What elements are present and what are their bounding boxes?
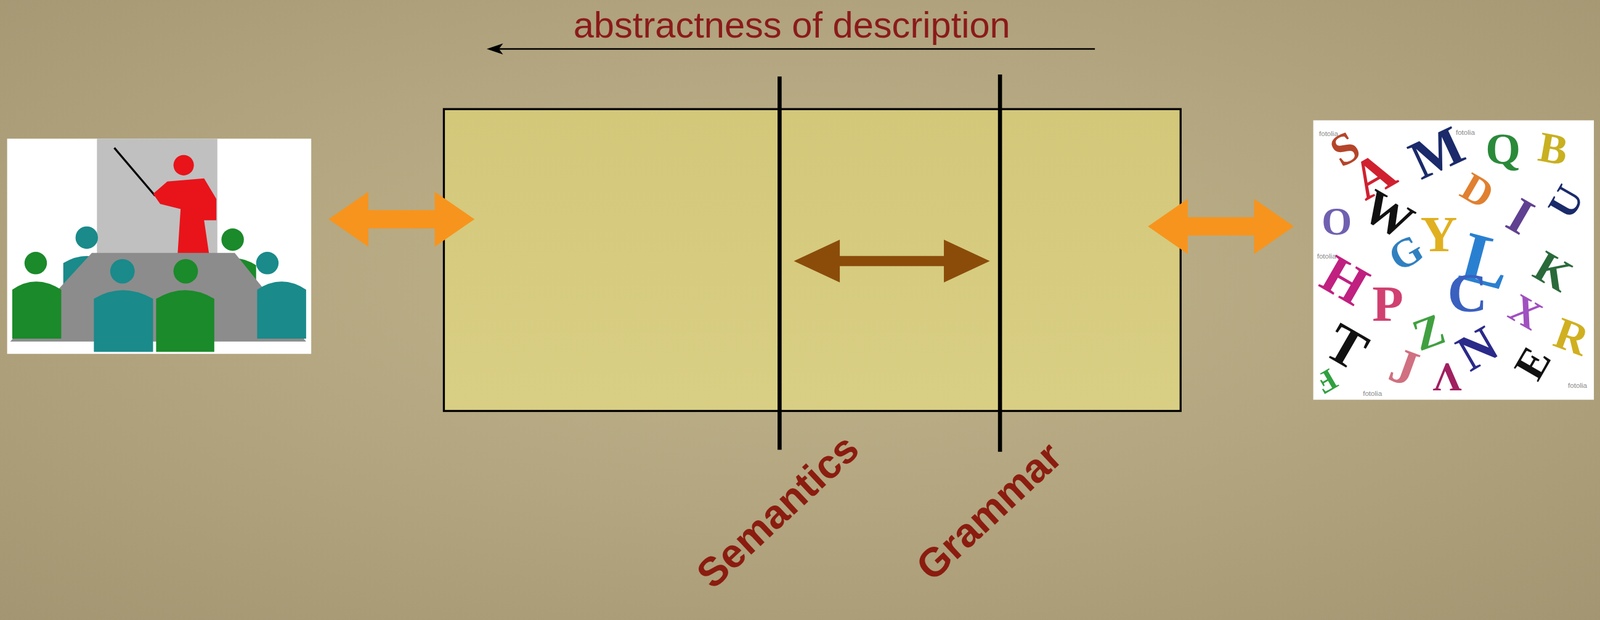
letter: P <box>1372 276 1404 333</box>
double-arrow <box>1147 198 1294 254</box>
letter: C <box>1447 262 1488 323</box>
divider-line <box>777 76 782 450</box>
layer-name: Semantics <box>688 425 868 597</box>
axis-line <box>495 48 1095 50</box>
layer-band <box>443 109 1181 411</box>
letter: J <box>1382 336 1426 398</box>
letter: Y <box>1420 206 1458 263</box>
layer-name: Grammar <box>907 433 1071 589</box>
letter: R <box>1547 308 1596 366</box>
double-arrow <box>328 191 475 247</box>
watermark: fotolia <box>1317 251 1337 260</box>
double-arrow <box>794 239 991 283</box>
watermark: fotolia <box>1567 381 1588 390</box>
divider-line <box>998 74 1003 453</box>
letter: U <box>1539 178 1594 227</box>
watermark: fotolia <box>1455 128 1475 137</box>
letter: V <box>1432 354 1462 400</box>
axis-title: abstractness of description <box>573 5 1011 47</box>
watermark: fotolia <box>1319 129 1339 139</box>
watermark: fotolia <box>1362 389 1382 398</box>
letter: M <box>1400 114 1474 192</box>
letter: Q <box>1485 124 1521 174</box>
letter: B <box>1534 123 1572 175</box>
letter: O <box>1321 200 1352 244</box>
axis-arrowhead <box>486 43 504 55</box>
presentation-icon <box>7 138 312 354</box>
